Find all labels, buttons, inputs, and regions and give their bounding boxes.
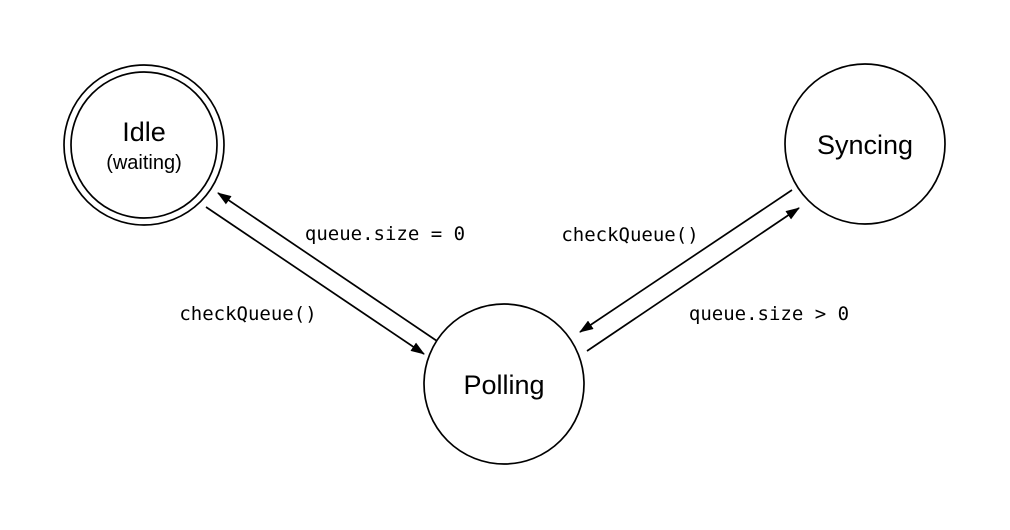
transition-arrow-idle-to-polling <box>205 206 425 355</box>
edge-label-checkqueue-right: checkQueue() <box>561 224 698 246</box>
syncing-circle <box>784 63 946 225</box>
edge-idle-to-polling: checkQueue() <box>179 206 425 355</box>
idle-sublabel: (waiting) <box>106 152 182 174</box>
edge-syncing-to-polling: checkQueue() <box>561 189 793 333</box>
state-node-syncing: Syncing <box>784 63 946 225</box>
edge-label-queue-size-0: queue.size = 0 <box>305 223 465 245</box>
edge-label-queue-size-gt-0: queue.size > 0 <box>689 303 849 325</box>
idle-label: Idle <box>122 117 166 147</box>
polling-label: Polling <box>463 370 544 400</box>
polling-circle <box>423 303 585 465</box>
edge-polling-to-syncing: queue.size > 0 <box>586 207 849 352</box>
state-node-polling: Polling <box>423 303 585 465</box>
edge-label-checkqueue-left: checkQueue() <box>179 303 316 325</box>
transition-arrow-polling-to-idle <box>217 192 438 342</box>
state-node-idle: Idle (waiting) <box>63 64 225 226</box>
syncing-label: Syncing <box>817 130 913 160</box>
transition-arrow-syncing-to-polling <box>579 189 793 333</box>
idle-inner-circle <box>70 71 218 219</box>
transition-arrow-polling-to-syncing <box>586 207 800 352</box>
edge-polling-to-idle: queue.size = 0 <box>217 192 465 342</box>
idle-outer-circle <box>63 64 225 226</box>
